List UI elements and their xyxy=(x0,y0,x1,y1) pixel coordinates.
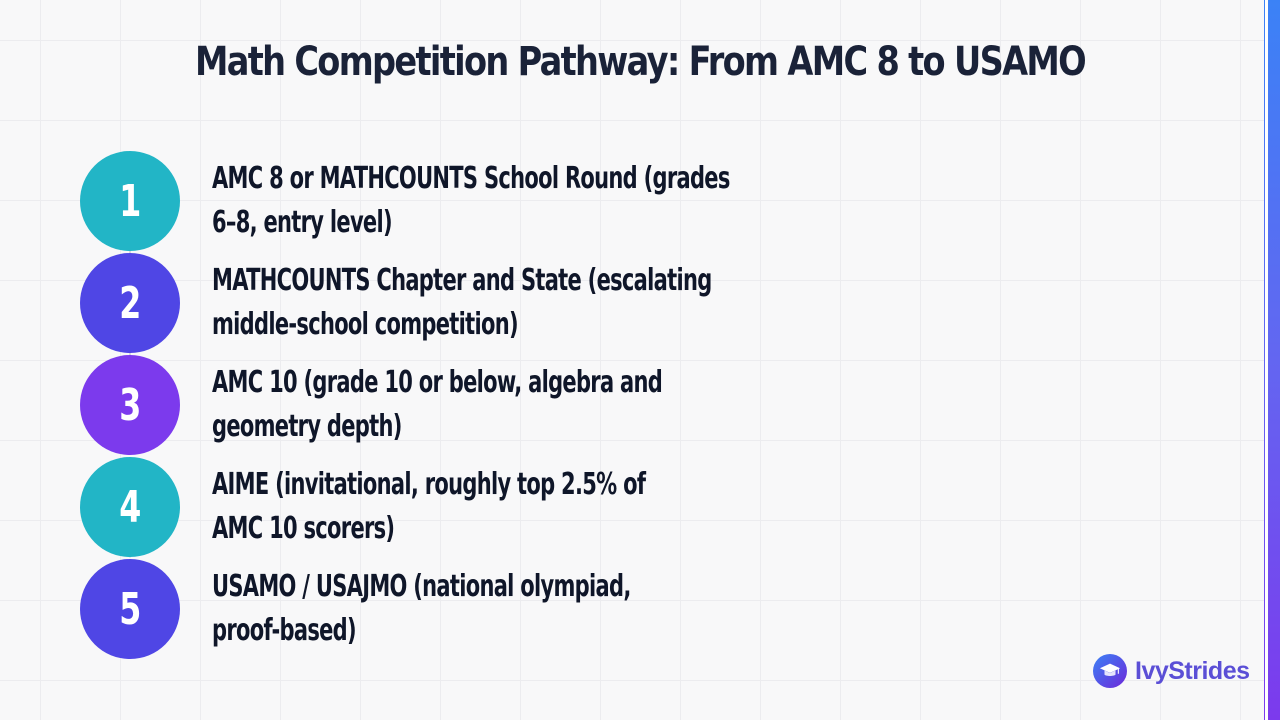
accent-bar xyxy=(1264,0,1280,720)
step-4: 4 AIME (invitational, roughly top 2.5% o… xyxy=(80,457,840,559)
brand-logo: IvyStrides xyxy=(1093,654,1250,688)
pathway-steps: 1 AMC 8 or MATHCOUNTS School Round (grad… xyxy=(80,151,840,661)
step-text-1: AMC 8 or MATHCOUNTS School Round (grades… xyxy=(212,157,744,245)
step-badge-1: 1 xyxy=(80,151,180,251)
step-5: 5 USAMO / USAJMO (national olympiad, pro… xyxy=(80,559,840,661)
step-text-4-line2: AMC 10 scorers) xyxy=(212,511,395,546)
step-text-1-line1: AMC 8 or MATHCOUNTS School Round (grades xyxy=(212,161,730,196)
step-text-4: AIME (invitational, roughly top 2.5% of … xyxy=(212,463,744,551)
step-number-4: 4 xyxy=(118,481,142,533)
step-text-3: AMC 10 (grade 10 or below, algebra and g… xyxy=(212,361,744,449)
step-2: 2 MATHCOUNTS Chapter and State (escalati… xyxy=(80,253,840,355)
step-1: 1 AMC 8 or MATHCOUNTS School Round (grad… xyxy=(80,151,840,253)
step-text-2-line1: MATHCOUNTS Chapter and State (escalating xyxy=(212,263,712,298)
step-text-2-line2: middle-school competition) xyxy=(212,307,519,342)
step-badge-3: 3 xyxy=(80,355,180,455)
step-badge-4: 4 xyxy=(80,457,180,557)
step-text-4-line1: AIME (invitational, roughly top 2.5% of xyxy=(212,467,646,502)
step-badge-5: 5 xyxy=(80,559,180,659)
page-title: Math Competition Pathway: From AMC 8 to … xyxy=(194,39,1087,85)
step-text-2: MATHCOUNTS Chapter and State (escalating… xyxy=(212,259,744,347)
step-text-3-line1: AMC 10 (grade 10 or below, algebra and xyxy=(212,365,663,400)
step-number-2: 2 xyxy=(118,277,142,329)
step-number-3: 3 xyxy=(118,379,142,431)
step-number-1: 1 xyxy=(118,175,142,227)
step-text-1-line2: 6–8, entry level) xyxy=(212,205,393,240)
step-number-5: 5 xyxy=(118,583,142,635)
step-text-5-line2: proof-based) xyxy=(212,613,357,648)
step-text-5-line1: USAMO / USAJMO (national olympiad, xyxy=(212,569,631,604)
brand-name: IvyStrides xyxy=(1135,656,1250,685)
step-3: 3 AMC 10 (grade 10 or below, algebra and… xyxy=(80,355,840,457)
accent-bar-divider xyxy=(1265,0,1268,720)
graduation-cap-icon xyxy=(1093,654,1127,688)
step-badge-2: 2 xyxy=(80,253,180,353)
step-text-3-line2: geometry depth) xyxy=(212,409,402,444)
step-text-5: USAMO / USAJMO (national olympiad, proof… xyxy=(212,565,744,653)
